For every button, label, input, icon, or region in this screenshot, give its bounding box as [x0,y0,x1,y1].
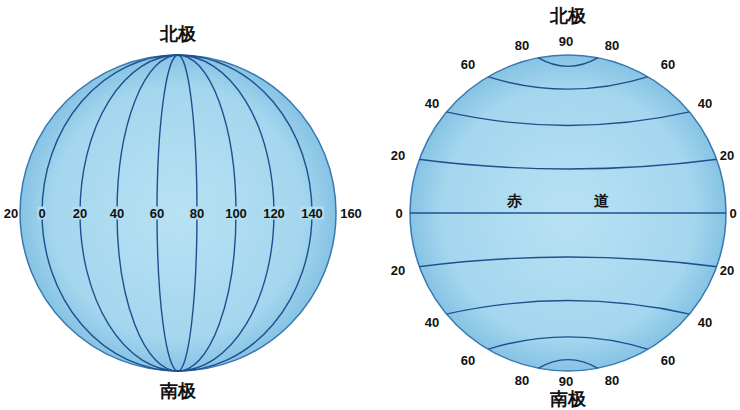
degree-label: 0 [728,207,737,220]
parallel [486,337,650,350]
parallel [407,212,729,213]
parallel [538,57,599,66]
degree-label: 60 [460,354,476,367]
degree-label: 40 [424,97,440,110]
degree-label: 40 [109,207,125,220]
meridian-lines [42,55,312,371]
degree-label: 40 [424,316,440,329]
meridian-globe [20,55,336,371]
parallel [538,360,599,369]
degree-label: 90 [558,375,574,388]
pole-label: 南极 [160,382,196,400]
degree-label: 160 [339,207,363,220]
degree-label: 140 [300,207,324,220]
parallel-lines [407,57,729,368]
degree-label: 120 [262,207,286,220]
degree-label: 20 [719,149,735,162]
equator-label: 赤道 [507,193,681,208]
parallel [486,76,650,89]
degree-label: 20 [390,264,406,277]
degree-label: 20 [719,264,735,277]
degree-label: 80 [514,374,530,387]
degree-label: 90 [558,35,574,48]
degree-label: 20 [3,207,19,220]
meridian [117,55,178,371]
degree-label: 60 [660,58,676,71]
degree-label: 100 [224,207,248,220]
pole-label: 北极 [160,25,196,43]
meridian [178,55,312,371]
degree-label: 60 [660,354,676,367]
parallel [444,111,692,125]
degree-label: 40 [697,97,713,110]
meridian [178,55,274,371]
degree-label: 0 [37,207,46,220]
degree-label: 20 [72,207,88,220]
degree-label: 20 [390,149,406,162]
degree-label: 40 [697,316,713,329]
globe-outline [20,55,336,371]
parallel-globe [407,55,729,371]
degree-label: 60 [149,207,165,220]
degree-label: 80 [604,39,620,52]
degree-label: 80 [189,207,205,220]
parallel [444,301,692,315]
parallel [417,159,720,169]
meridian [80,55,178,371]
degree-label: 0 [394,207,403,220]
pole-label: 南极 [550,390,586,408]
pole-label: 北极 [550,7,586,25]
degree-label: 80 [604,374,620,387]
meridian [42,55,178,371]
degree-label: 60 [460,58,476,71]
parallel [417,257,720,267]
degree-label: 80 [514,39,530,52]
